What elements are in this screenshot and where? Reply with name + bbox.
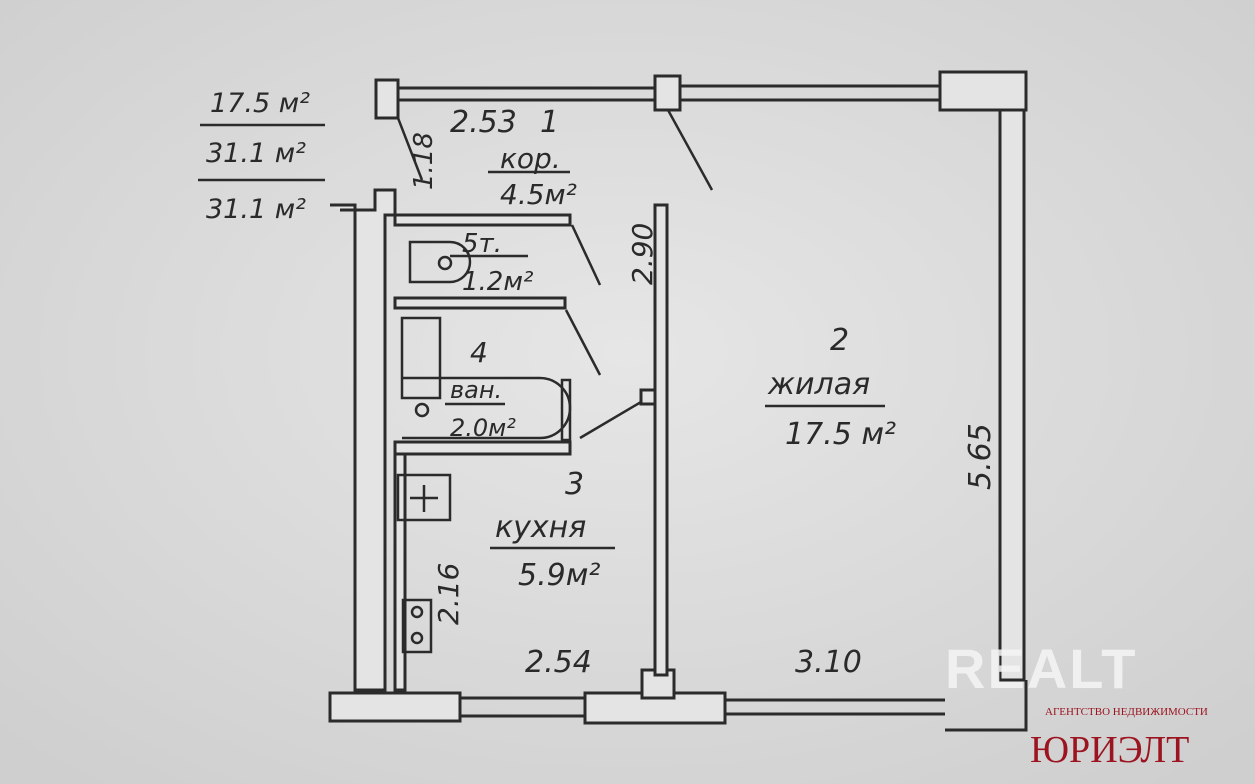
stove-icon <box>401 598 433 654</box>
living-area: 17.5 м² <box>210 88 310 119</box>
room-corridor: 2.53 1 кор. 4.5м² <box>450 105 577 211</box>
dim-kitchen-depth: 2.16 <box>432 563 465 625</box>
dim-corridor-length: 2.53 <box>450 105 517 140</box>
room-kitchen: 3 кухня 5.9м² <box>490 467 615 593</box>
watermark: REALT АГЕНТСТВО НЕДВИЖИМОСТИ ЮРИЭЛТ <box>945 637 1208 771</box>
dim-room-depth: 5.65 <box>963 423 998 490</box>
realt-logo: REALT <box>945 637 1138 700</box>
toilet-icon <box>408 240 472 284</box>
room-name: жилая <box>767 367 870 402</box>
room-area: 2.0м² <box>450 414 516 442</box>
fixtures <box>396 240 572 654</box>
agency-tagline: АГЕНТСТВО НЕДВИЖИМОСТИ <box>1045 706 1208 718</box>
room-number: 4 <box>470 336 488 369</box>
dim-partition: 2.90 <box>626 223 659 285</box>
walls <box>328 70 1028 732</box>
room-toilet: 5т. 1.2м² <box>450 229 533 297</box>
room-name: ван. <box>450 376 502 404</box>
room-number: 2 <box>830 323 849 358</box>
agency-logo: ЮРИЭЛТ <box>1030 729 1189 771</box>
total-area: 31.1 м² <box>206 138 306 169</box>
room-number: 1 <box>540 105 559 140</box>
dim-room-width: 3.10 <box>795 645 862 680</box>
room-name: 5т. <box>462 229 502 259</box>
dim-kitchen-width: 2.54 <box>525 645 592 680</box>
total-area-2: 31.1 м² <box>206 194 306 225</box>
room-bathroom: 4 ван. 2.0м² <box>445 336 516 442</box>
room-living: 2 жилая 17.5 м² <box>765 323 896 452</box>
room-area: 1.2м² <box>462 267 533 297</box>
room-area: 5.9м² <box>518 558 600 593</box>
sink-icon <box>396 473 452 522</box>
room-name: кухня <box>495 510 586 545</box>
room-name: кор. <box>500 142 561 175</box>
dim-corridor-width: 1.18 <box>409 132 439 190</box>
room-area: 17.5 м² <box>785 417 896 452</box>
area-summary: 17.5 м² 31.1 м² 31.1 м² <box>198 88 325 225</box>
room-area: 4.5м² <box>500 178 577 211</box>
boiler-icon <box>400 316 442 400</box>
room-number: 3 <box>565 467 584 502</box>
